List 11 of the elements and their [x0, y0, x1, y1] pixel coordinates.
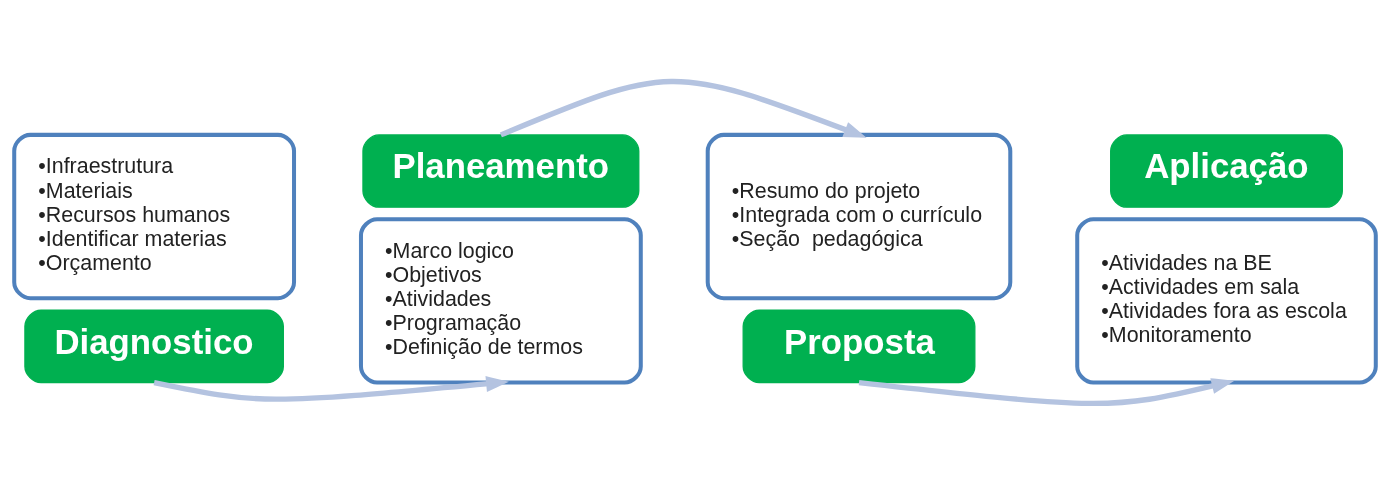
node-box: Diagnostico	[24, 309, 284, 383]
arrow	[499, 78, 867, 138]
node-box: •Marco logico •Objetivos •Atividades •Programação •Definição de termos	[358, 216, 643, 385]
node-box: Aplicação	[1110, 133, 1343, 208]
node-box: Planeamento	[362, 133, 640, 208]
arrow	[858, 377, 1235, 406]
node-box: •Infraestrutura •Materiais •Recursos humanos •Identificar materias •Orçamento	[12, 132, 297, 300]
node-box: Proposta	[742, 309, 976, 383]
node-box: •Resumo do projeto •Integrada com o currículo •Seção pedagógica	[705, 132, 1013, 300]
node-box: •Atividades na BE •Actividades em sala •Atividades fora as escola •Monitoramento	[1075, 216, 1378, 385]
arrow	[153, 375, 509, 402]
